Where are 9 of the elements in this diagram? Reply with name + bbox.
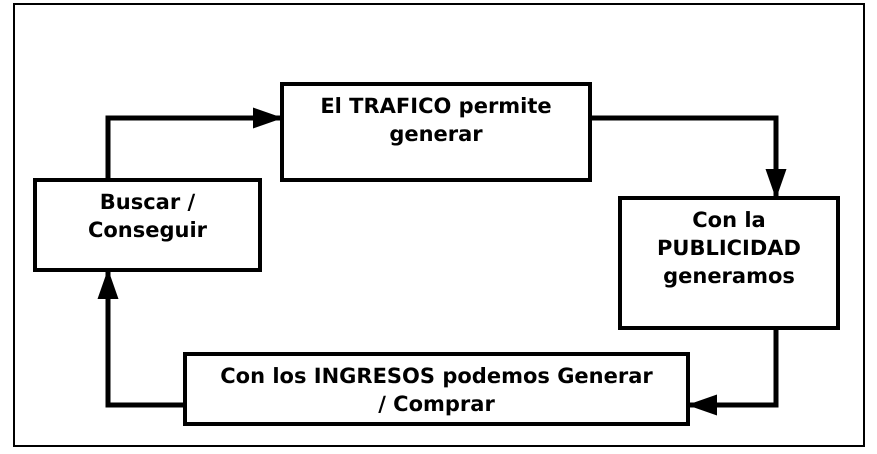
- box-label: Con la PUBLICIDAD generamos: [656, 207, 802, 290]
- box-label: El TRAFICO permite generar: [319, 93, 553, 148]
- arrow: [592, 116, 786, 199]
- box-label: Buscar / Conseguir: [86, 189, 208, 244]
- box-label: Con los INGRESOS podemos Generar / Comprar: [219, 363, 654, 418]
- process-box: [618, 196, 840, 330]
- process-box: [33, 178, 262, 272]
- process-box: [280, 82, 592, 182]
- process-box: [183, 352, 690, 426]
